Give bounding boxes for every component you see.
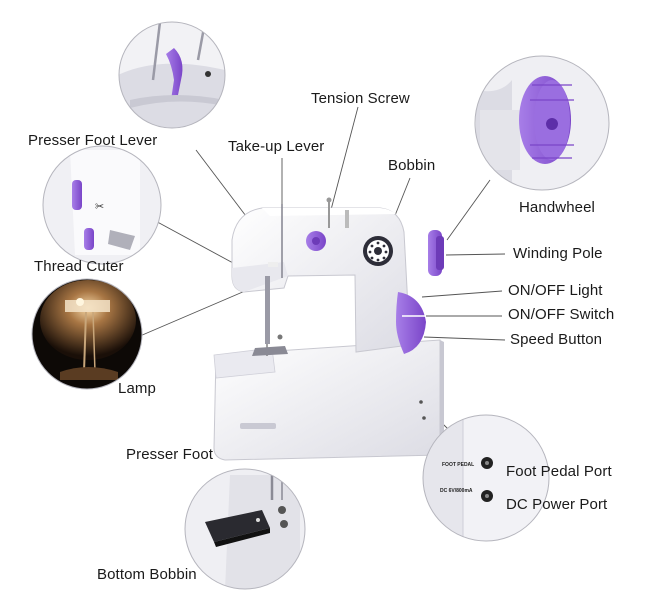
label-lamp: Lamp	[118, 380, 156, 397]
leader-tension-screw	[326, 106, 359, 226]
label-presser-foot: Presser Foot	[126, 446, 214, 463]
leader-speed-button	[423, 336, 506, 341]
label-bobbin: Bobbin	[388, 157, 436, 174]
foot-pedal-panel-text: FOOT PEDAL	[442, 462, 474, 468]
leader-lamp	[139, 287, 253, 337]
label-bottom-bobbin: Bottom Bobbin	[97, 566, 197, 583]
label-on-off-light: ON/OFF Light	[508, 282, 603, 299]
label-handwheel: Handwheel	[519, 199, 595, 216]
control-buttons	[396, 292, 426, 354]
label-foot-pedal-port: Foot Pedal Port	[506, 463, 612, 480]
label-take-up-lever: Take-up Lever	[228, 138, 325, 155]
bobbin-cover-slot	[240, 423, 276, 429]
label-tension-screw: Tension Screw	[311, 90, 410, 107]
label-dc-power-port: DC Power Port	[506, 496, 608, 513]
machine-body	[213, 197, 444, 461]
inset-ports: FOOT PEDAL DC 6V/800mA	[422, 414, 550, 542]
leader-winding-pole	[445, 253, 506, 256]
inset-bottom-bobbin	[184, 468, 306, 590]
label-on-off-switch: ON/OFF Switch	[508, 306, 615, 323]
label-speed-button: Speed Button	[510, 331, 603, 348]
inset-thread-cutter: ✂	[42, 145, 162, 265]
inset-lamp	[31, 278, 143, 390]
svg-text:✂: ✂	[95, 200, 104, 213]
presser-foot-part	[252, 346, 288, 356]
label-presser-foot-lever: Presser Foot Lever	[28, 132, 158, 149]
label-winding-pole: Winding Pole	[513, 245, 603, 262]
leader-thread-cutter	[149, 217, 247, 271]
inset-handwheel	[474, 55, 610, 191]
label-thread-cutter: Thread Cuter	[34, 258, 124, 275]
leader-on-off-light	[421, 290, 503, 298]
inset-presser-foot-lever	[118, 21, 226, 129]
dc-panel-text: DC 6V/800mA	[440, 488, 473, 494]
leader-handwheel	[446, 179, 491, 241]
